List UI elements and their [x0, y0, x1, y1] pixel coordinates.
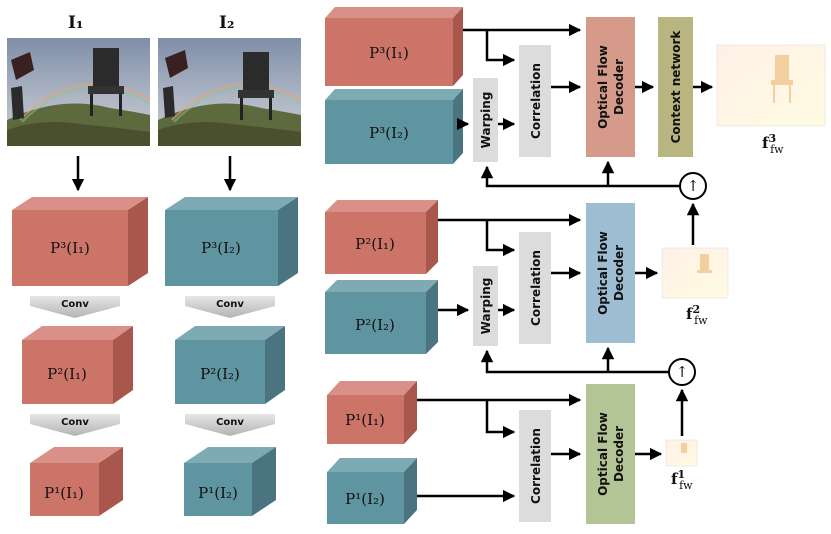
correlation-module-2: Correlation — [519, 232, 551, 344]
image1-title: I₁ — [68, 13, 83, 33]
flow-output-3 — [716, 44, 826, 127]
svg-text:Correlation: Correlation — [529, 250, 543, 326]
warping-module-3: Warping — [473, 78, 498, 162]
image2-title: I₂ — [219, 13, 234, 33]
flow-output-1 — [665, 439, 698, 467]
level3-p3-i2: P³(I₂) — [325, 89, 463, 164]
context-network: Context network — [658, 17, 693, 157]
pyramid-p3-i2: P³(I₂) — [165, 197, 298, 286]
svg-text:Decoder: Decoder — [612, 426, 626, 482]
svg-text:Optical Flow: Optical Flow — [596, 231, 610, 315]
svg-text:Conv: Conv — [216, 299, 244, 310]
svg-text:P¹(I₁): P¹(I₁) — [44, 484, 84, 502]
svg-text:P²(I₁): P²(I₁) — [355, 235, 395, 253]
svg-text:↑: ↑ — [676, 363, 689, 381]
warping-module-2: Warping — [473, 266, 498, 346]
input-image-1 — [7, 38, 151, 146]
conv-arrow-4: Conv — [185, 414, 275, 436]
conv-arrow-1: Conv — [30, 296, 120, 318]
svg-text:P³(I₂): P³(I₂) — [201, 239, 241, 257]
upsample-node-1: ↑ — [668, 358, 696, 386]
upsample-node-2: ↑ — [679, 172, 707, 200]
svg-text:Correlation: Correlation — [529, 63, 543, 139]
svg-text:Conv: Conv — [216, 417, 244, 428]
chair-icon — [238, 52, 274, 120]
pyramid-p3-i1: P³(I₁) — [12, 197, 148, 286]
level1-p1-i1: P¹(I₁) — [327, 381, 417, 444]
svg-text:Correlation: Correlation — [529, 428, 543, 504]
svg-text:Conv: Conv — [61, 417, 89, 428]
decoder-module-2: Optical Flow Decoder — [586, 203, 635, 343]
svg-text:P¹(I₂): P¹(I₂) — [345, 490, 385, 508]
correlation-module-1: Correlation — [519, 410, 551, 522]
pyramid-p1-i1: P¹(I₁) — [30, 447, 123, 516]
correlation-module-3: Correlation — [519, 45, 551, 157]
level2-p2-i1: P²(I₁) — [325, 200, 438, 274]
svg-text:Warping: Warping — [479, 92, 493, 149]
svg-text:P²(I₂): P²(I₂) — [355, 316, 395, 334]
chair-icon — [88, 48, 124, 116]
svg-text:P³(I₁): P³(I₁) — [50, 239, 90, 257]
svg-text:Decoder: Decoder — [612, 245, 626, 301]
svg-text:Optical Flow: Optical Flow — [596, 412, 610, 496]
svg-text:Decoder: Decoder — [612, 59, 626, 115]
input-image-2 — [158, 38, 302, 146]
conv-arrow-2: Conv — [185, 296, 275, 318]
pyramid-p2-i2: P²(I₂) — [175, 326, 285, 404]
svg-text:Warping: Warping — [479, 278, 493, 335]
svg-text:P²(I₂): P²(I₂) — [200, 365, 240, 383]
svg-text:P¹(I₂): P¹(I₂) — [198, 484, 238, 502]
level1-p1-i2: P¹(I₂) — [327, 458, 417, 524]
decoder-module-1: Optical Flow Decoder — [586, 384, 635, 524]
decoder-module-3: Optical Flow Decoder — [586, 17, 635, 157]
level2-p2-i2: P²(I₂) — [325, 280, 438, 354]
conv-arrow-3: Conv — [30, 414, 120, 436]
svg-text:Context network: Context network — [669, 30, 683, 144]
svg-text:Conv: Conv — [61, 299, 89, 310]
svg-text:P¹(I₁): P¹(I₁) — [345, 411, 385, 429]
flow-output-2 — [661, 247, 729, 299]
level3-p3-i1: P³(I₁) — [325, 7, 463, 86]
svg-text:↑: ↑ — [687, 177, 700, 195]
pyramid-p2-i1: P²(I₁) — [22, 326, 133, 404]
svg-text:P³(I₂): P³(I₂) — [369, 124, 409, 142]
svg-text:P²(I₁): P²(I₁) — [47, 365, 87, 383]
svg-text:Optical Flow: Optical Flow — [596, 45, 610, 129]
svg-text:P³(I₁): P³(I₁) — [369, 44, 409, 62]
pyramid-p1-i2: P¹(I₂) — [184, 447, 276, 516]
